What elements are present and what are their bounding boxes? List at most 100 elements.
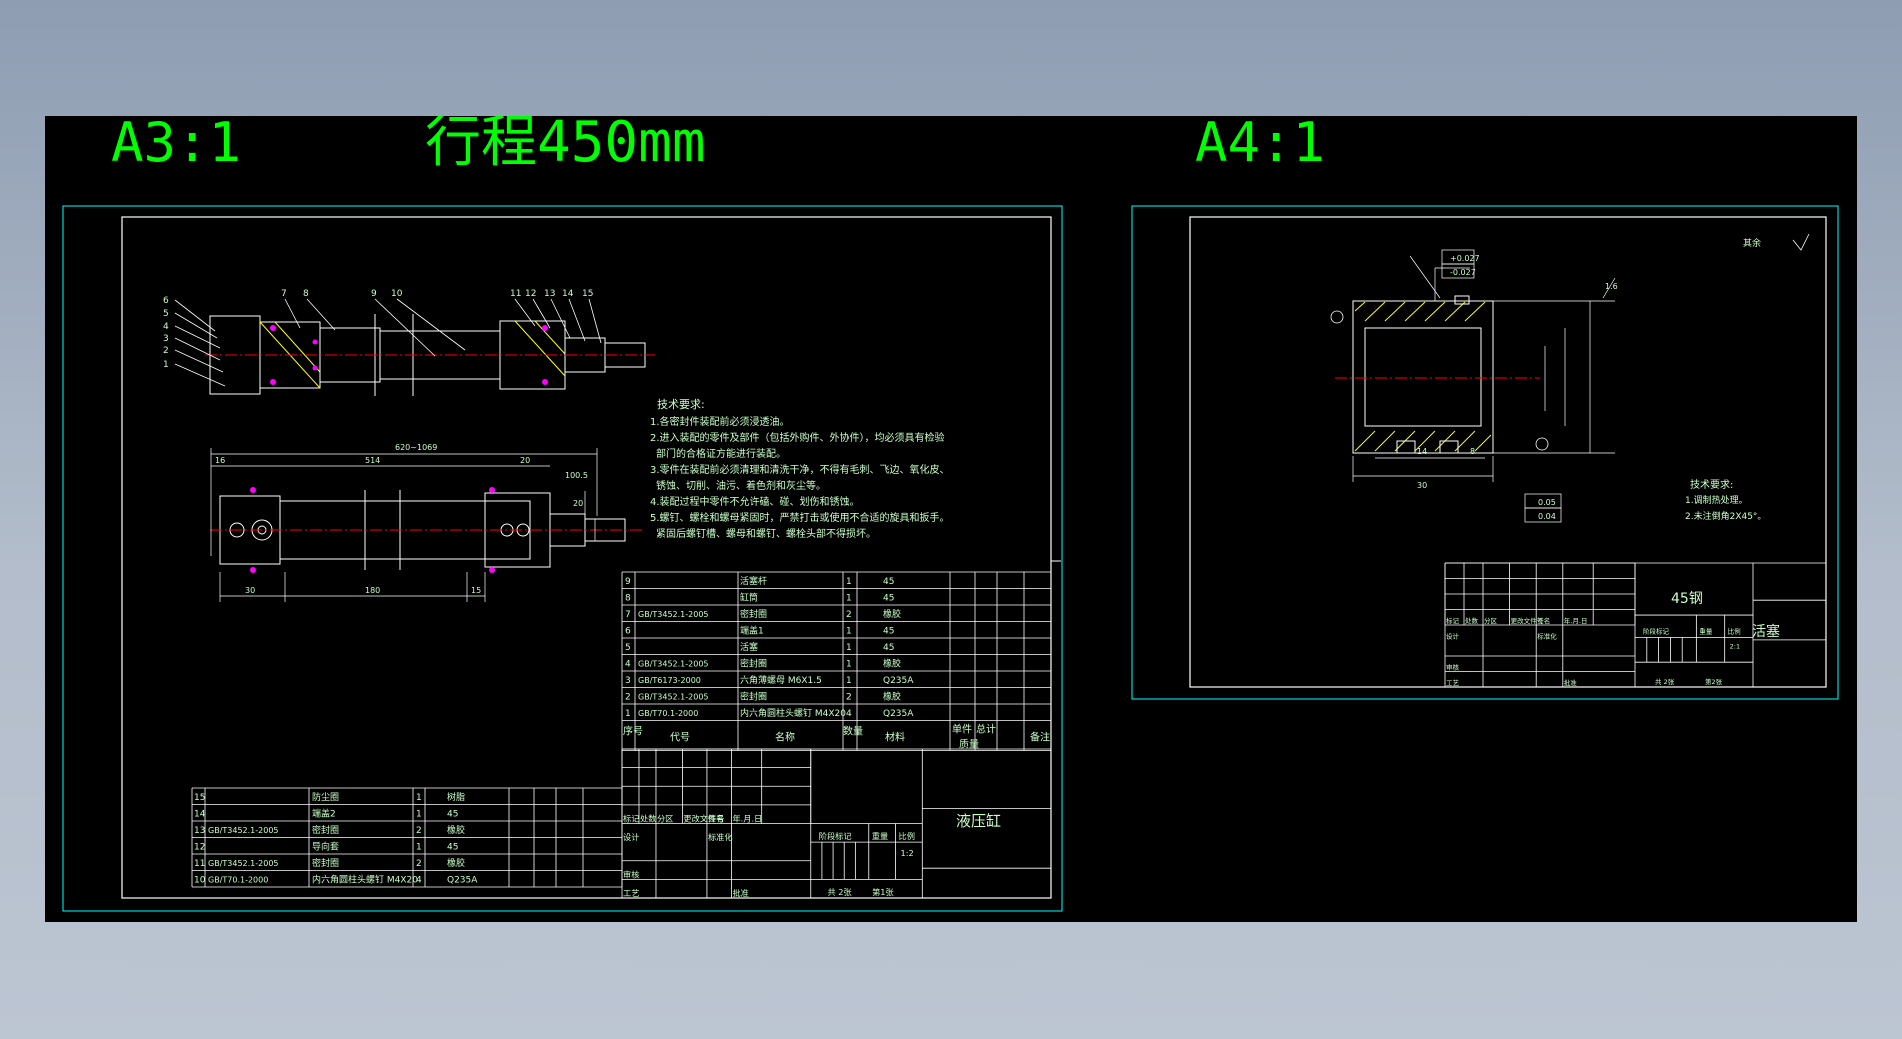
svg-text:-0.027: -0.027 (1450, 268, 1476, 277)
svg-text:3: 3 (163, 334, 169, 344)
bom-row-code: GB/T6173-2000 (638, 676, 701, 685)
bom2-row-no: 14 (194, 810, 206, 820)
bom-row-name: 端盖1 (740, 625, 764, 637)
bom-row-code: GB/T3452.1-2005 (638, 660, 709, 669)
bom-row-name: 密封圈 (740, 658, 767, 670)
bom-header-unit: 单件 (952, 724, 972, 736)
bom2-row-code: GB/T3452.1-2005 (208, 859, 279, 868)
svg-text:0.05: 0.05 (1538, 498, 1556, 507)
a4-material: 45钢 (1671, 591, 1703, 607)
bom-row-qty: 1 (846, 627, 852, 637)
svg-text:5: 5 (163, 309, 169, 319)
tb-row-label: 处数 (1465, 616, 1479, 625)
svg-text:5.螺钉、螺栓和螺母紧固时，严禁打击或使用不合适的旋具和扳手: 5.螺钉、螺栓和螺母紧固时，严禁打击或使用不合适的旋具和扳手。 (650, 511, 950, 524)
bom-row-name: 密封圈 (740, 608, 767, 620)
tb-row-label: 签名 (708, 814, 724, 824)
bom2-row-qty: 1 (416, 793, 422, 803)
bom-row-no: 8 (625, 594, 631, 604)
bom-row-material: 45 (883, 627, 894, 637)
bom-row-no: 2 (625, 693, 631, 703)
tb-row-label: 处数 (640, 814, 656, 824)
svg-text:15: 15 (582, 289, 593, 299)
bom2-row-name: 密封圈 (312, 857, 339, 869)
sheet-a4[interactable]: 14 8 30 +0.027 -0.027 0.05 0.04 1.6 其余 技… (1131, 205, 1839, 700)
bom2-row-qty: 1 (416, 810, 422, 820)
bom-row-material: 橡胶 (883, 658, 901, 670)
bom2-row-name: 内六角圆柱头螺钉 M4X20 (312, 874, 418, 886)
bom-row-code: GB/T70.1-2000 (638, 709, 698, 718)
svg-text:30: 30 (245, 586, 255, 595)
tb-row-label: 更改文件号 (683, 814, 724, 824)
svg-text:514: 514 (365, 456, 380, 465)
bom-row-no: 7 (625, 610, 631, 620)
bom2-row-qty: 2 (416, 826, 422, 836)
tb-sheets: 共 2张 (827, 887, 851, 897)
bom-row-name: 缸筒 (740, 592, 758, 604)
bom-header-remark: 备注 (1030, 731, 1050, 744)
bom2-row-no: 13 (194, 826, 205, 836)
bom-header-total: 总计 (976, 723, 996, 736)
tb-row-label: 签名 (1537, 616, 1550, 625)
tb-weight: 重量 (1699, 627, 1713, 635)
tb-row-label: 分区 (657, 814, 673, 824)
sheet-a3[interactable]: 6 5 4 3 2 1 7 8 9 10 11 12 13 14 15 (62, 205, 1063, 912)
tb-standard: 标准化 (1537, 632, 1557, 641)
bom-header-no: 序号 (623, 725, 643, 738)
piston-section-view (1335, 295, 1540, 454)
bom-header-name: 名称 (775, 731, 795, 744)
svg-text:2.未注倒角2X45°。: 2.未注倒角2X45°。 (1685, 510, 1766, 522)
bom-row-qty: 1 (846, 660, 852, 670)
svg-text:2: 2 (163, 346, 169, 356)
bom-row-material: 橡胶 (883, 608, 901, 620)
bom2-row-name: 防尘圈 (312, 791, 339, 803)
svg-text:1.调制热处理。: 1.调制热处理。 (1685, 494, 1748, 506)
svg-text:100.5: 100.5 (565, 471, 588, 480)
svg-text:30: 30 (1417, 481, 1427, 490)
svg-text:紧固后螺钉槽、螺母和螺钉、螺栓头部不得损坏。: 紧固后螺钉槽、螺母和螺钉、螺栓头部不得损坏。 (656, 527, 876, 540)
svg-text:3.零件在装配前必须清理和清洗干净，不得有毛刺、飞边、氧化皮: 3.零件在装配前必须清理和清洗干净，不得有毛刺、飞边、氧化皮、 (650, 463, 950, 476)
svg-text:4.装配过程中零件不允许磕、碰、划伤和锈蚀。: 4.装配过程中零件不允许磕、碰、划伤和锈蚀。 (650, 495, 860, 508)
svg-text:1.6: 1.6 (1605, 282, 1618, 291)
bom2-row-code: GB/T70.1-2000 (208, 876, 268, 885)
svg-text:10: 10 (391, 289, 403, 299)
bom-row-name: 六角薄螺母 M6X1.5 (740, 674, 822, 686)
cad-viewport[interactable]: A3:1 行程450mm A4:1 (45, 116, 1857, 922)
a4-drawing-title: 活塞 (1752, 623, 1780, 640)
bom-row-code: GB/T3452.1-2005 (638, 610, 709, 619)
bom-row-qty: 2 (846, 610, 852, 620)
bom-row-qty: 1 (846, 676, 852, 686)
bom-row-material: 45 (883, 643, 894, 653)
bom-row-material: 45 (883, 577, 894, 587)
tb-scale-value: 1:2 (901, 848, 914, 858)
bom2-row-no: 10 (194, 876, 206, 886)
rest-surface-label: 其余 (1743, 237, 1761, 249)
bom-row-code: GB/T3452.1-2005 (638, 693, 709, 702)
tb-approve: 批准 (1564, 678, 1578, 687)
svg-text:15: 15 (471, 586, 481, 595)
svg-text:14: 14 (562, 289, 574, 299)
tb-row-label: 分区 (1484, 616, 1498, 625)
bom2-row-material: 45 (447, 843, 458, 853)
svg-text:8: 8 (303, 289, 309, 299)
bom2-row-material: 树脂 (447, 791, 465, 803)
a3-scale-label: A3:1 (111, 116, 241, 174)
bom-row-material: 橡胶 (883, 691, 901, 703)
a4-title-block: 标记处数分区更改文件号签名年.月.日设计标准化审核工艺批准阶段标记重量比例2:1… (1444, 562, 1827, 688)
bom2-row-no: 15 (194, 793, 205, 803)
a3-outer-frame (62, 205, 1063, 912)
tb-sheet-no: 第2张 (1705, 677, 1723, 686)
svg-text:13: 13 (544, 289, 555, 299)
a4-inner-frame (1189, 216, 1827, 688)
svg-text:2.进入装配的零件及部件（包括外购件、外协件），均必须具有检: 2.进入装配的零件及部件（包括外购件、外协件），均必须具有检验 (650, 431, 945, 444)
bom2-row-material: 橡胶 (447, 857, 465, 869)
assembly-dimensions: 620~1069 514 16 20 30 180 15 100.5 20 (210, 443, 598, 602)
tb-sheets: 共 2张 (1655, 677, 1675, 686)
svg-text:1: 1 (163, 360, 169, 370)
bom-row-qty: 1 (846, 577, 852, 587)
tb-row-label: 年.月.日 (732, 814, 762, 824)
bom-row-no: 3 (625, 676, 631, 686)
svg-text:锈蚀、切削、油污、着色剂和灰尘等。: 锈蚀、切削、油污、着色剂和灰尘等。 (656, 479, 826, 492)
tb-sheet-no: 第1张 (872, 887, 894, 897)
